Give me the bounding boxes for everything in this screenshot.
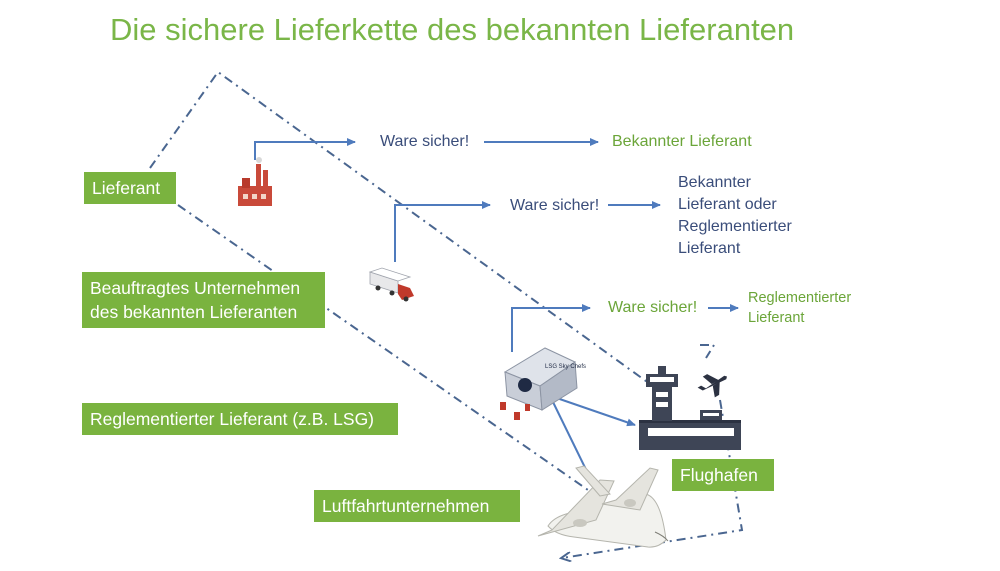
flow-1-check-label: Ware sicher! (380, 133, 470, 150)
flow-3-result-label: Reglementierter Lieferant (748, 290, 852, 326)
truck-icon (368, 267, 414, 302)
box-luftfahrtunternehmen: Luftfahrtunternehmen (314, 490, 520, 522)
flow-3-check-label: Ware sicher! (608, 299, 698, 316)
factory-icon (238, 157, 272, 206)
flow-2-result-label: Bekannter Lieferant oder Reglementierter… (678, 174, 792, 257)
airport-icon (639, 366, 741, 450)
flow-1-result-label: Bekannter Lieferant (612, 133, 752, 150)
page-title: Die sichere Lieferkette des bekannten Li… (110, 12, 795, 47)
flow-2-check-label: Ware sicher! (510, 197, 600, 214)
departing-plane-icon (697, 374, 727, 398)
box-reglementierter-lieferant: Reglementierter Lieferant (z.B. LSG) (82, 403, 398, 435)
airplane-icon (537, 465, 669, 548)
box-beauftragtes-unternehmen: Beauftragtes Unternehmen des bekannten L… (82, 272, 325, 328)
box-lieferant: Lieferant (84, 172, 176, 204)
building-sign: LSG Sky Chefs (545, 364, 586, 370)
box-flughafen: Flughafen (672, 459, 774, 491)
catering-building-icon: LSG Sky Chefs (500, 347, 586, 420)
